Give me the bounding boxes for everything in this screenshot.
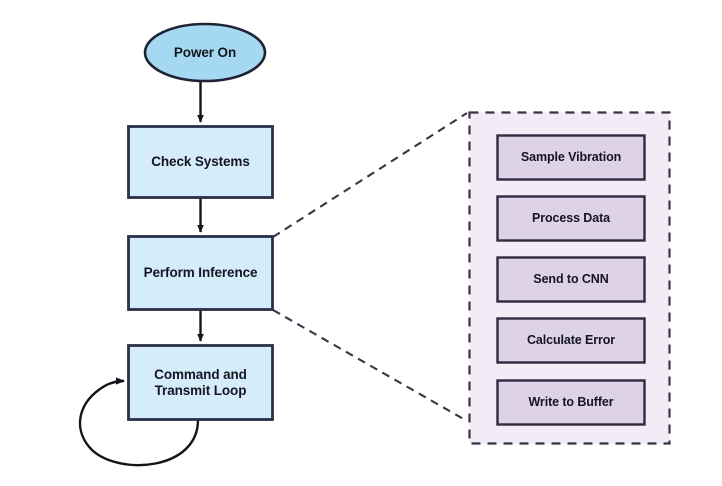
process-node-command-and-transmit-loop[interactable] [127, 344, 274, 421]
process-node-perform-inference[interactable] [127, 235, 274, 311]
subprocess-box-write-to-buffer[interactable] [496, 379, 646, 426]
subprocess-box-send-to-cnn[interactable] [496, 256, 646, 303]
callout-line-top [272, 112, 468, 238]
self-loop-arrow-command-loop [78, 377, 200, 467]
terminal-node-power-on[interactable] [143, 22, 267, 83]
subprocess-box-calculate-error[interactable] [496, 317, 646, 364]
callout-line-bottom [272, 309, 468, 422]
process-node-check-systems[interactable] [127, 125, 274, 199]
subprocess-box-process-data[interactable] [496, 195, 646, 242]
subprocess-box-sample-vibration[interactable] [496, 134, 646, 181]
